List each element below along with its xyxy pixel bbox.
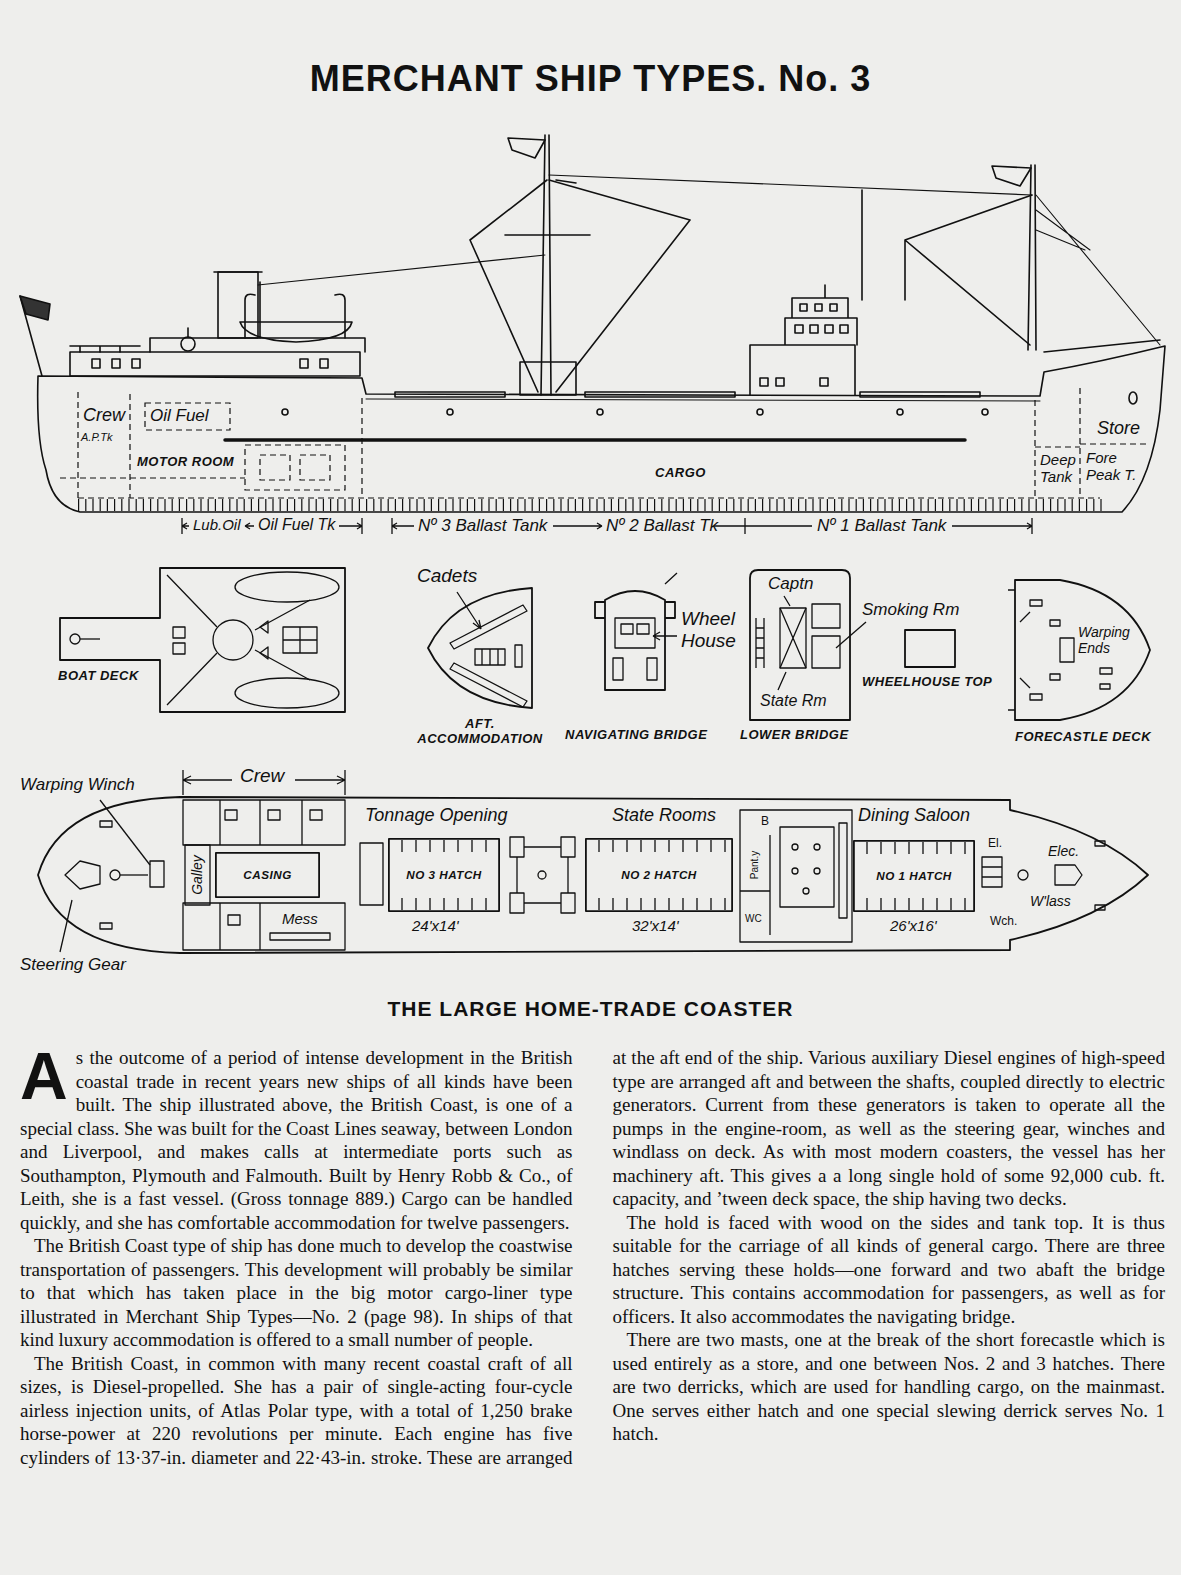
part-label: A.P.Tk bbox=[81, 431, 113, 444]
node-label: WHEELHOUSE TOP bbox=[862, 675, 992, 690]
node-label: Mess bbox=[282, 910, 318, 927]
node-label: State Rm bbox=[760, 692, 827, 710]
node-label: Wch. bbox=[990, 915, 1017, 929]
node-label: 32'x14' bbox=[632, 917, 679, 934]
node-label: 24'x14' bbox=[412, 917, 459, 934]
paragraph: There are two masts, one at the break of… bbox=[613, 1328, 1166, 1446]
part-label: Lub.Oil bbox=[193, 516, 241, 533]
node-label: Captn bbox=[768, 574, 813, 594]
node-label: Crew bbox=[240, 765, 284, 787]
part-label: Store bbox=[1097, 418, 1140, 439]
node-label: FORECASTLE DECK bbox=[1015, 730, 1151, 745]
part-label: Nº 1 Ballast Tank bbox=[817, 516, 946, 536]
part-label: Smoking Rm bbox=[862, 600, 959, 620]
deck-plan: CaptnState Rm LOWER BRIDGE bbox=[738, 568, 868, 743]
deck-plan: WHEELHOUSE TOP bbox=[860, 625, 995, 695]
node-label: Elec. bbox=[1048, 843, 1079, 859]
node-label: AFT. ACCOMMODATION bbox=[405, 717, 555, 747]
page-title: MERCHANT SHIP TYPES. No. 3 bbox=[0, 58, 1181, 99]
node-label: W'lass bbox=[1030, 893, 1071, 909]
node-outline bbox=[55, 565, 350, 715]
node-label: WC bbox=[745, 913, 762, 925]
node-outline bbox=[1000, 572, 1170, 747]
node-label: LOWER BRIDGE bbox=[740, 728, 849, 743]
node-label: State Rooms bbox=[612, 805, 716, 826]
node-label: CASING bbox=[215, 852, 320, 898]
part-label: Warping Winch bbox=[20, 775, 135, 795]
paragraph: The hold is faced with wood on the sides… bbox=[613, 1211, 1166, 1329]
node-label: B bbox=[761, 815, 769, 829]
node-label: BOAT DECK bbox=[58, 669, 139, 684]
hatch-box: NO 2 HATCH bbox=[585, 838, 733, 912]
part-label: CARGO bbox=[655, 466, 706, 481]
part-label: MOTOR ROOM bbox=[137, 455, 234, 470]
node-label: Pant.y bbox=[749, 851, 761, 879]
part-label: Fore Peak T. bbox=[1086, 449, 1148, 484]
part-label: Crew bbox=[83, 405, 125, 426]
paragraph: As the outcome of a period of intense de… bbox=[20, 1046, 573, 1234]
paragraph: The British Coast type of ship has done … bbox=[20, 1234, 573, 1352]
part-label: Nº 2 Ballast Tk bbox=[606, 516, 718, 536]
part-label: Steering Gear bbox=[20, 955, 126, 975]
node-label: NO 2 HATCH bbox=[585, 838, 733, 912]
node-label: Cadets bbox=[417, 565, 477, 587]
node-label: Wheel House bbox=[681, 608, 737, 652]
node-label: Dining Saloon bbox=[858, 805, 970, 826]
hatch-box: NO 1 HATCH bbox=[853, 840, 975, 912]
casing-box: CASING bbox=[215, 852, 320, 898]
node-label: Warping Ends bbox=[1078, 624, 1132, 656]
article-text: As the outcome of a period of intense de… bbox=[20, 1046, 1165, 1561]
node-outline bbox=[565, 570, 740, 745]
part-label: Nº 3 Ballast Tank bbox=[418, 516, 547, 536]
part-label: Oil Fuel Tk bbox=[258, 516, 335, 534]
node-label: El. bbox=[988, 837, 1002, 851]
article-heading: THE LARGE HOME-TRADE COASTER bbox=[0, 997, 1181, 1021]
node-outline bbox=[738, 568, 868, 743]
node-label: NAVIGATING BRIDGE bbox=[565, 728, 707, 743]
node-label: 26'x16' bbox=[890, 917, 937, 934]
node-label: Tonnage Opening bbox=[365, 805, 507, 826]
node-label: NO 1 HATCH bbox=[853, 840, 975, 912]
main-deck-plan: CrewGalleyMess Tonnage Opening 24'x14' Stat… bbox=[20, 765, 1160, 965]
hatch-box: NO 3 HATCH bbox=[388, 838, 500, 912]
deck-plan: Wheel HouseNAVIGATING BRIDGE bbox=[565, 570, 740, 745]
deck-plan: BOAT DECK bbox=[55, 565, 350, 715]
part-label: Oil Fuel bbox=[150, 406, 209, 426]
deck-plan: Warping EndsFORECASTLE DECK bbox=[1000, 572, 1170, 747]
deck-plan: CadetsAFT. ACCOMMODATION bbox=[405, 565, 555, 750]
node-label: NO 3 HATCH bbox=[388, 838, 500, 912]
part-label: Deep Tank bbox=[1040, 451, 1078, 486]
node-label: Galley bbox=[189, 855, 205, 895]
